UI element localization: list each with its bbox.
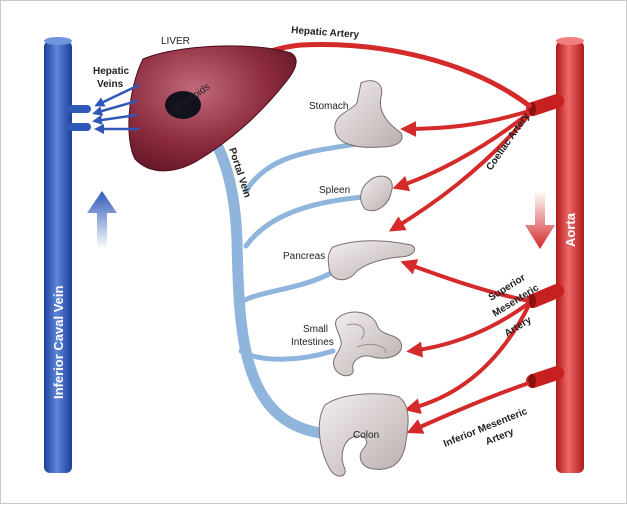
pancreas-label: Pancreas xyxy=(283,251,325,262)
upward-flow-arrow xyxy=(87,191,117,249)
inferior-caval-vein xyxy=(44,41,72,473)
liver xyxy=(128,45,297,172)
stomach-label: Stomach xyxy=(309,101,348,112)
inferior-caval-vein-label: Inferior Caval Vein xyxy=(51,286,66,399)
liver-label: LIVER xyxy=(161,36,190,47)
aorta-label: Aorta xyxy=(563,212,578,247)
coeliac-branches xyxy=(388,109,531,232)
portal-vein-network xyxy=(190,107,366,439)
small-intestines-label-line2: Intestines xyxy=(291,337,334,348)
aorta-top xyxy=(556,37,584,45)
pancreas xyxy=(327,240,415,281)
hepatic-veins-label-line1: Hepatic xyxy=(93,66,130,77)
spleen xyxy=(360,175,393,212)
colon-label: Colon xyxy=(353,430,379,441)
small-intestine-folds xyxy=(346,323,387,354)
aorta xyxy=(556,41,584,473)
stomach xyxy=(334,80,403,148)
downward-flow-arrow xyxy=(525,191,555,249)
hepatic-veins-label-line2: Veins xyxy=(97,79,124,90)
small-intestines-label-line1: Small xyxy=(303,324,328,335)
superior-mesenteric-branches xyxy=(400,259,531,415)
spleen-label: Spleen xyxy=(319,185,350,196)
small-intestines xyxy=(333,311,403,377)
sinusoids-region xyxy=(165,91,201,119)
colon xyxy=(318,393,409,477)
hepatic-vein-stubs xyxy=(67,105,91,131)
inferior-mesenteric-branch xyxy=(406,381,530,434)
caval-vein-top xyxy=(44,37,72,45)
aorta-branch-stubs xyxy=(526,94,564,388)
hepatic-vein-arrows xyxy=(92,83,140,134)
hepatic-artery-label: Hepatic Artery xyxy=(291,25,360,41)
